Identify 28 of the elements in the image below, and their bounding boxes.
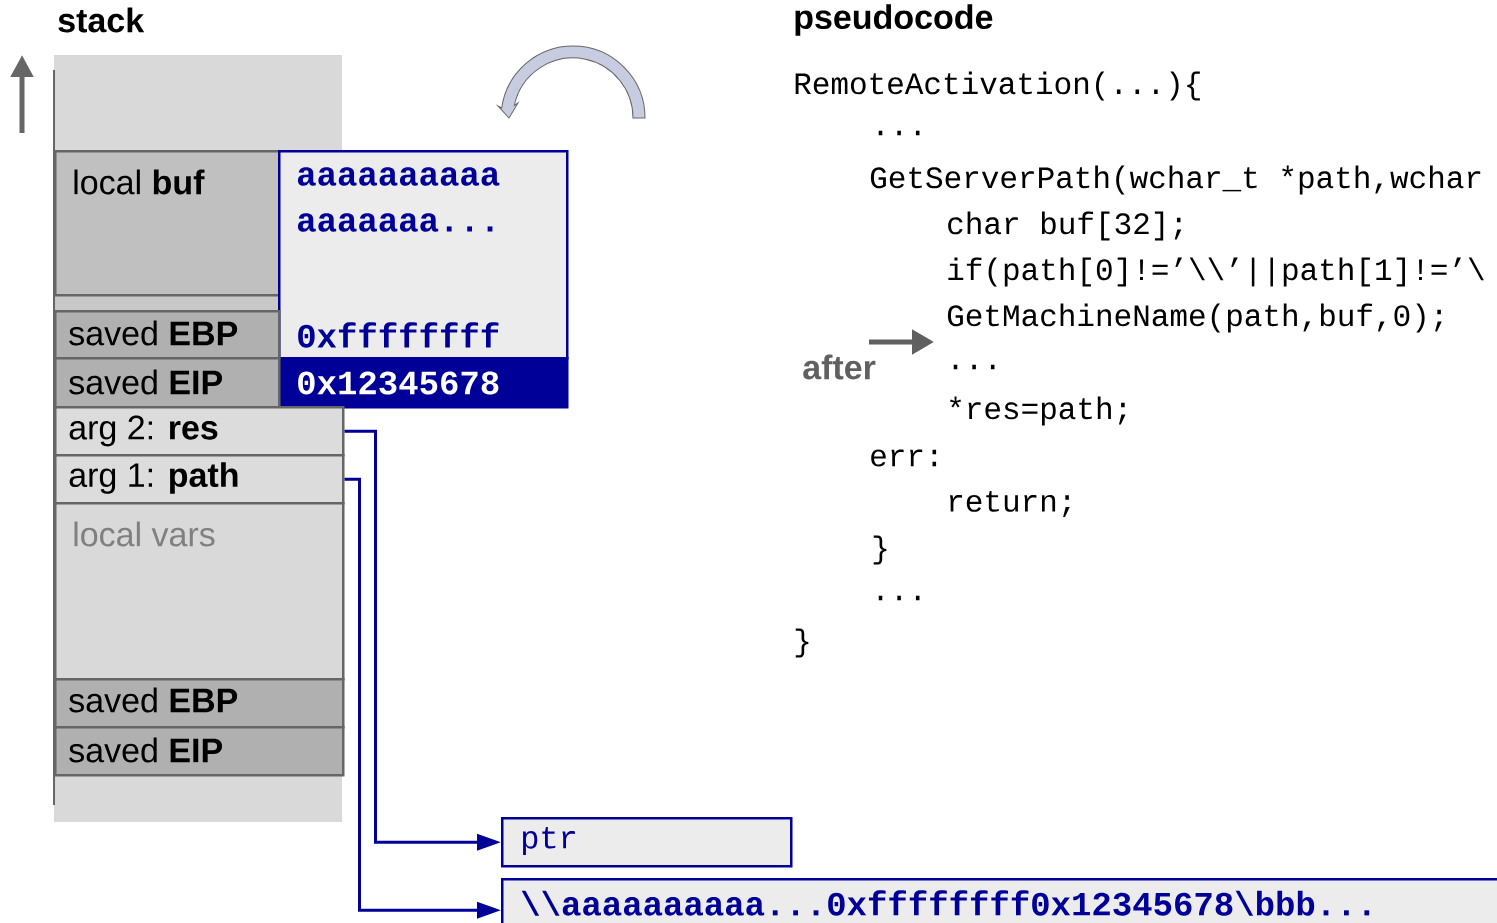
stack-cell: saved EBP: [54, 310, 281, 360]
code-line: }: [795, 628, 809, 658]
stack-region: local vars: [54, 502, 345, 681]
overflow-box: aaaaaaaaaa aaaaaaa... 0xffffffff: [278, 150, 569, 360]
code-line: ...: [878, 595, 920, 601]
step-label: after: [803, 354, 876, 380]
code-line: ...: [953, 364, 995, 370]
stack-cell: saved EIP: [54, 726, 345, 777]
stack-cell: arg 1: path: [54, 454, 345, 505]
heading: pseudocode: [795, 4, 993, 36]
code-line: err:: [871, 449, 937, 467]
pointer-box: ptr: [501, 817, 793, 868]
stack-cell: saved EBP: [54, 678, 345, 729]
stack-cell: arg 2: res: [54, 406, 345, 457]
stack-cell: local buf: [54, 150, 281, 297]
string-box: \\aaaaaaaaaa...0xffffffff0x12345678\bbb...: [501, 878, 1497, 923]
code-line: ...: [878, 130, 920, 136]
code-line: if(path[0]!=’\\’||path[1]!=’\: [948, 257, 1484, 287]
code-line: *res=path;: [949, 396, 1126, 426]
code-line: GetMachineName(path,buf,0);: [947, 303, 1442, 333]
stack-cell: saved EIP: [54, 357, 281, 409]
code-line: GetServerPath(wchar_t *path,wchar: [870, 165, 1481, 195]
code-line: }: [873, 535, 887, 565]
code-line: return;: [949, 490, 1070, 518]
code-line: char buf[32];: [948, 211, 1182, 241]
code-line: RemoteActivation(...){: [795, 71, 1200, 101]
heading: stack: [58, 7, 145, 33]
return-address-box: 0x12345678: [278, 357, 569, 409]
